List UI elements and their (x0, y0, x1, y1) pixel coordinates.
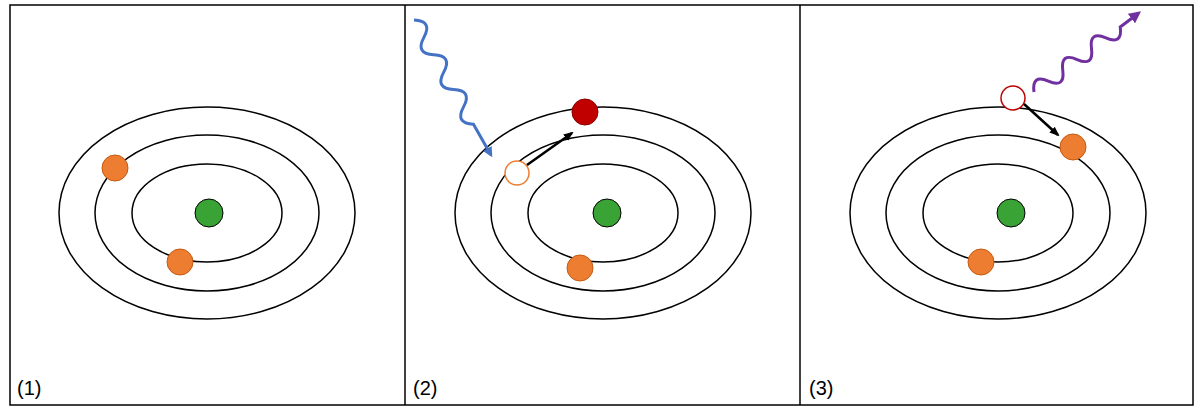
panel-frame (10, 5, 1193, 405)
panel-label-holder: (3) (809, 376, 833, 400)
atom-panel-2 (407, 16, 751, 319)
atom-panel-3 (850, 7, 1146, 319)
panel-number: (3) (809, 376, 833, 400)
panel-divider (799, 5, 801, 405)
panel-label-holder: (2) (413, 376, 437, 400)
panel-number: (1) (17, 376, 41, 400)
panel-label-holder: (1) (17, 376, 41, 400)
panel-divider (404, 5, 406, 405)
panel-number: (2) (413, 376, 437, 400)
atom-panel-1 (59, 107, 355, 319)
